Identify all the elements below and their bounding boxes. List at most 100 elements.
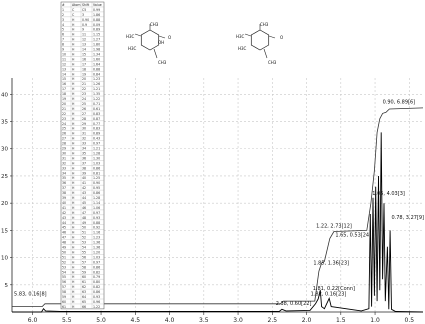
table-cell: 1.21 — [93, 147, 100, 151]
peak-label: 0.78, 3.27[9] — [391, 215, 424, 221]
table-cell: 0.92 — [93, 226, 100, 230]
table-cell: 25 — [62, 127, 66, 131]
table-cell: H — [72, 196, 75, 200]
table-cell: 63 — [82, 290, 86, 294]
table-cell: 0.90 — [93, 181, 100, 185]
table-cell: 56 — [82, 255, 86, 259]
table-cell: 0.09 — [93, 23, 100, 27]
table-cell: 0.88 — [93, 18, 100, 22]
table-cell: 0.61 — [93, 107, 100, 111]
atom-label: H3C — [126, 34, 135, 39]
table-cell: 27 — [62, 137, 66, 141]
table-cell: 46 — [62, 231, 66, 235]
table-cell: 1.30 — [93, 156, 100, 160]
table-cell: H — [72, 260, 75, 264]
y-tick-label: 35 — [1, 120, 8, 126]
table-cell: 1.86 — [93, 13, 100, 17]
table-cell: H — [72, 231, 75, 235]
table-cell: 18 — [82, 67, 86, 71]
table-cell: 1.15 — [93, 33, 100, 37]
table-cell: 13 — [82, 43, 86, 47]
table-header-cell: # — [62, 3, 65, 7]
table-cell: 13 — [62, 67, 66, 71]
table-cell: 0.71 — [93, 102, 100, 106]
table-cell: 48 — [82, 216, 86, 220]
table-cell: 14 — [82, 48, 86, 52]
table-cell: 3 — [62, 18, 64, 22]
table-cell: 62 — [82, 285, 86, 289]
table-cell: 0.77 — [93, 122, 100, 126]
table-cell: 2 — [62, 13, 64, 17]
table-cell: H — [72, 300, 75, 304]
table-cell: 8 — [62, 43, 64, 47]
x-tick-label: 2.5 — [268, 317, 278, 324]
table-cell: 19 — [82, 72, 86, 76]
table-cell: H — [72, 270, 75, 274]
table-cell: 1.03 — [93, 161, 100, 165]
table-cell: 36 — [62, 181, 66, 185]
table-cell: 59 — [82, 270, 86, 274]
x-tick-label: 1.5 — [336, 317, 346, 324]
table-cell: H — [72, 18, 75, 22]
table-cell: 57 — [82, 260, 86, 264]
table-cell: 55 — [62, 275, 66, 279]
atom-label: O — [168, 35, 171, 40]
table-cell: 1.28 — [93, 151, 100, 155]
table-cell: 24 — [82, 97, 86, 101]
table-cell: H — [72, 295, 75, 299]
table-cell: H — [72, 137, 75, 141]
table-cell: H — [72, 97, 75, 101]
table-header-cell: Value — [93, 3, 102, 7]
table-cell: 40 — [62, 201, 66, 205]
y-tick-label: 30 — [1, 147, 8, 153]
table-cell: 1.23 — [93, 236, 100, 240]
table-cell: 1.03 — [93, 255, 100, 259]
table-cell: H — [72, 211, 75, 215]
y-tick-label: 40 — [1, 92, 8, 98]
table-cell: H — [72, 72, 75, 76]
table-cell: 1.26 — [93, 82, 100, 86]
table-cell: 60 — [82, 275, 86, 279]
table-cell: 34 — [82, 147, 86, 151]
table-cell: H — [72, 246, 75, 250]
table-cell: 10 — [62, 52, 66, 56]
table-cell: 1.60 — [93, 57, 100, 61]
table-cell: 47 — [62, 236, 66, 240]
table-cell: 18 — [62, 92, 66, 96]
table-cell: 66 — [82, 305, 86, 309]
table-cell: H — [72, 161, 75, 165]
peak-annotations: 0.90, 6.89[6]1.05, 4.03[3]1.22, 2.73[12]… — [14, 100, 424, 307]
bond — [134, 33, 142, 37]
table-cell: 1.21 — [93, 87, 100, 91]
table-cell: H — [72, 43, 75, 47]
table-cell: 0.83 — [93, 127, 100, 131]
table-cell: 20 — [62, 102, 66, 106]
table-cell: 16 — [62, 82, 66, 86]
table-cell: 0.89 — [93, 28, 100, 32]
table-header-cell: Shift — [82, 3, 90, 7]
spectrum-curve — [12, 132, 424, 313]
table-cell: 34 — [62, 171, 66, 175]
table-cell: 0.83 — [93, 112, 100, 116]
table-cell: 58 — [82, 265, 86, 269]
table-cell: 0.82 — [93, 285, 100, 289]
table-cell: 54 — [82, 246, 86, 250]
table-cell: H — [72, 191, 75, 195]
table-cell: H — [72, 122, 75, 126]
table-cell: 47 — [82, 211, 86, 215]
bond — [263, 48, 268, 59]
integral-layer — [12, 107, 424, 308]
table-cell: H — [72, 82, 75, 86]
table-cell: 50 — [62, 250, 66, 254]
table-cell: 1 — [62, 8, 64, 12]
table-cell: 1.16 — [93, 231, 100, 235]
x-tick-label: 2.0 — [302, 317, 312, 324]
table-cell: 3 — [82, 13, 84, 17]
atom-label: H3C — [236, 34, 245, 39]
table-cell: H — [72, 33, 75, 37]
